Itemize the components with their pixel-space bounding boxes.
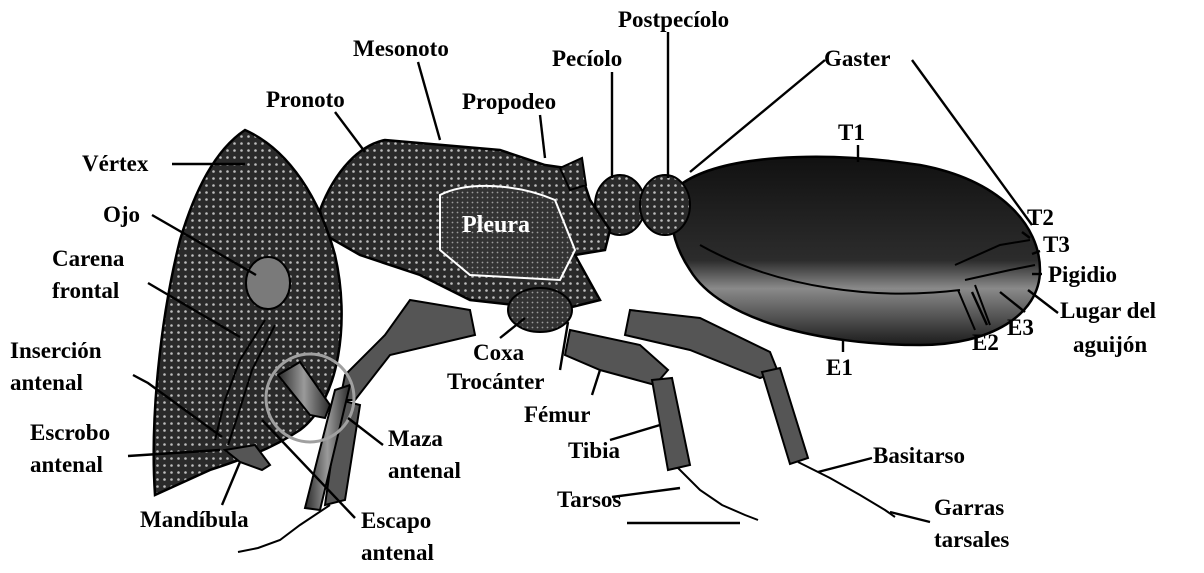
label-coxa: Coxa [473, 340, 525, 365]
postpetiole-node [640, 175, 690, 235]
label-propodeo: Propodeo [462, 89, 556, 114]
middle-leg-tarsus [678, 468, 758, 520]
label-basitarso: Basitarso [873, 443, 965, 468]
label-garras-line1: Garras [934, 495, 1004, 520]
label-e1: E1 [826, 355, 853, 380]
label-pleura: Pleura [462, 212, 530, 238]
head-shape [154, 130, 342, 495]
label-vertex: Vértex [82, 151, 149, 176]
label-garras-line2: tarsales [934, 527, 1009, 552]
label-escapo-line1: Escapo [361, 508, 431, 533]
label-e3: E3 [1007, 315, 1034, 340]
label-pronoto: Pronoto [266, 87, 345, 112]
leader-garras [890, 512, 930, 522]
label-carena-line1: Carena [52, 246, 125, 271]
label-femur: Fémur [524, 402, 590, 427]
compound-eye [246, 257, 290, 309]
label-tibia: Tibia [568, 438, 620, 463]
label-peciolo: Pecíolo [552, 46, 622, 71]
label-escrobo-line1: Escrobo [30, 420, 110, 445]
leader-lugar [1028, 290, 1058, 313]
leader-femur [592, 370, 600, 395]
label-gaster: Gaster [824, 46, 890, 71]
label-lugar-line2: aguijón [1073, 332, 1147, 357]
label-t1: T1 [838, 120, 865, 145]
hind-leg-tarsus [798, 462, 895, 517]
label-pigidio: Pigidio [1048, 262, 1117, 287]
leader-tarsos-left [612, 488, 680, 497]
middle-leg-tibia [652, 378, 690, 470]
leader-mandibula [222, 462, 240, 505]
label-escrobo-line2: antenal [30, 452, 103, 477]
leader-propodeo [540, 115, 545, 158]
label-ojo: Ojo [103, 202, 140, 227]
leader-basitarso [818, 458, 872, 472]
label-escapo-line2: antenal [361, 540, 434, 565]
leader-mesonoto [418, 62, 440, 140]
label-e2: E2 [972, 330, 999, 355]
label-postpeciolo: Postpecíolo [618, 7, 729, 32]
leader-gaster [690, 60, 825, 172]
label-insercion-line1: Inserción [10, 338, 102, 363]
label-insercion-line2: antenal [10, 370, 83, 395]
label-trocanter: Trocánter [447, 369, 545, 394]
label-tarsos: Tarsos [557, 487, 621, 512]
front-leg-tarsus [238, 505, 330, 552]
label-maza-line1: Maza [388, 426, 443, 451]
hind-leg-tibia [762, 368, 808, 464]
label-mesonoto: Mesonoto [353, 36, 449, 61]
leader-pronoto [335, 112, 365, 152]
label-lugar-line1: Lugar del [1060, 298, 1156, 323]
label-carena-line2: frontal [52, 278, 119, 303]
label-mandibula: Mandíbula [140, 507, 249, 532]
label-t2: T2 [1027, 205, 1054, 230]
label-maza-line2: antenal [388, 458, 461, 483]
label-t3: T3 [1043, 232, 1070, 257]
